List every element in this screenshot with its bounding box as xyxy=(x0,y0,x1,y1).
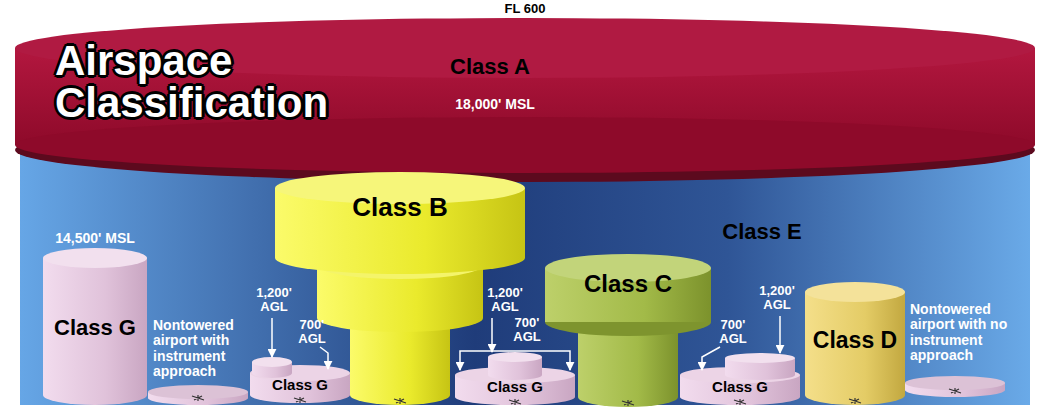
altitude-leader xyxy=(702,347,720,370)
altitude-leader xyxy=(320,347,328,369)
class-g-cylinder xyxy=(455,352,575,405)
class-name: Class G xyxy=(487,379,543,396)
class-g-cylinder: Class G xyxy=(680,356,800,399)
airport-symbol xyxy=(294,397,306,403)
airport-note: Nontowered airport with no instrument ap… xyxy=(910,302,1035,364)
class-g-cylinder: Class G 14,500' MSL xyxy=(43,225,147,397)
altitude-label: 1,200' AGL xyxy=(481,286,529,315)
class-a-band xyxy=(15,117,1035,173)
class-name: Class C xyxy=(584,271,672,297)
airport-symbol xyxy=(622,400,634,406)
class-d-cylinder xyxy=(805,292,905,395)
altitude-label: 700' AGL xyxy=(507,316,547,345)
altitude-label: 1,200' AGL xyxy=(753,284,801,313)
altitude-label: 700' AGL xyxy=(713,318,753,347)
ceiling-label: FL 600 xyxy=(485,2,565,16)
class-g-tall-cylinder xyxy=(43,248,147,268)
class-name: Class B xyxy=(352,193,447,222)
class-name: Class E xyxy=(722,220,802,244)
airport-symbol xyxy=(849,398,861,404)
altitude-leader xyxy=(460,351,515,370)
class-c-cylinder: Class C xyxy=(545,254,711,399)
altitude-leader xyxy=(779,316,781,353)
class-g-cylinder xyxy=(725,353,795,363)
airport-symbol xyxy=(949,388,961,394)
airport-note: Nontowered airport with instrument appro… xyxy=(153,318,249,380)
airport-symbol xyxy=(509,399,521,405)
class-a-band xyxy=(15,118,1035,182)
altitude-leader xyxy=(272,316,780,370)
airport-disc xyxy=(905,376,1005,397)
class-b-cylinder: Class B xyxy=(275,172,525,397)
class-g-cylinder xyxy=(252,357,292,367)
airport-disc xyxy=(148,385,248,405)
class-name: Class G xyxy=(712,379,768,396)
altitude-label: 1,200' AGL xyxy=(250,286,298,315)
altitude-label: 700' AGL xyxy=(292,318,332,347)
class-a-band xyxy=(15,18,1035,182)
airport-symbol xyxy=(734,399,746,405)
class-g-tall-cylinder xyxy=(43,248,147,405)
class-d-cylinder: Class D xyxy=(805,282,905,397)
class-g-tall-cylinder xyxy=(43,258,147,395)
class-d-cylinder xyxy=(805,282,905,405)
airport-symbol xyxy=(192,395,204,401)
class-name: Class D xyxy=(813,328,897,353)
class-d-cylinder xyxy=(805,282,905,302)
diagram-title: Airspace Classification xyxy=(55,40,435,124)
altitude-leader xyxy=(271,318,273,357)
class-g-cylinder xyxy=(680,353,800,405)
airport-disc xyxy=(905,376,1005,390)
class-name: Class G xyxy=(272,377,328,394)
airport-symbol xyxy=(394,398,406,404)
altitude-label: 14,500' MSL xyxy=(55,231,135,246)
class-g-cylinder: Class G xyxy=(455,355,575,399)
class-g-cylinder xyxy=(488,352,542,362)
class-g-cylinder: Class G xyxy=(250,360,350,398)
class-g-cylinder xyxy=(250,357,350,403)
class-name: Class A xyxy=(450,55,530,79)
altitude-leader xyxy=(491,318,493,352)
altitude-leader xyxy=(515,351,570,370)
class-name: Class G xyxy=(54,316,136,340)
altitude-label: 18,000' MSL xyxy=(455,97,535,112)
